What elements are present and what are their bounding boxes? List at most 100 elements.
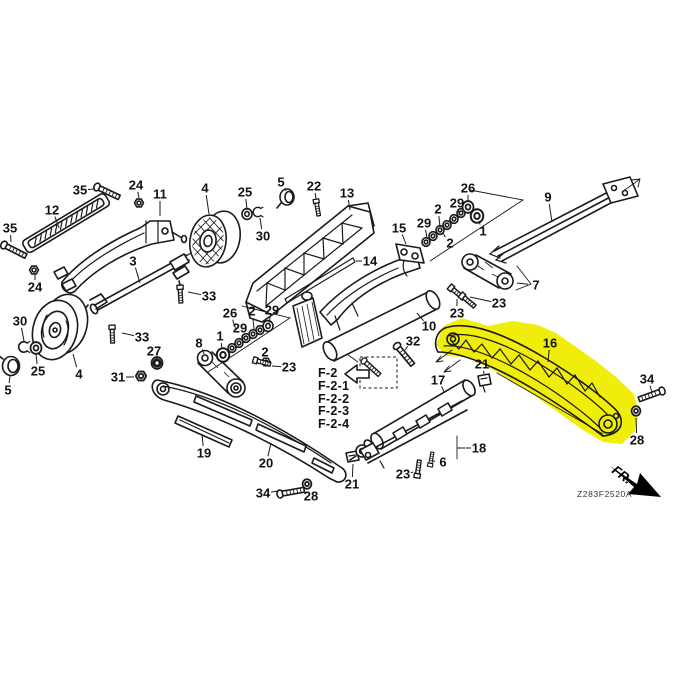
part-callout-2-22[interactable]: 2 <box>261 345 268 360</box>
part-callout-18-46[interactable]: 18 <box>472 441 486 456</box>
part-callout-11-2[interactable]: 11 <box>153 187 167 202</box>
part-callout-35-0[interactable]: 35 <box>73 183 87 198</box>
part-callout-21-44[interactable]: 21 <box>475 357 489 372</box>
part-callout-26-36[interactable]: 26 <box>461 181 475 196</box>
part-callout-17-45[interactable]: 17 <box>431 373 445 388</box>
part-callout-7-40[interactable]: 7 <box>532 278 539 293</box>
leader-line <box>347 199 351 211</box>
part-callout-29-19[interactable]: 29 <box>233 321 247 336</box>
leader-line <box>137 191 140 199</box>
part-callout-30-9[interactable]: 30 <box>13 314 27 329</box>
figure-ref-f2-4[interactable]: F-2-4 <box>318 417 349 431</box>
part-callout-35-5[interactable]: 35 <box>3 221 17 236</box>
leader-line <box>404 345 409 351</box>
part-18-rail <box>359 400 468 469</box>
figure-ref-f2-1[interactable]: F-2-1 <box>318 379 349 393</box>
part-callout-25-24[interactable]: 25 <box>238 185 252 200</box>
part-callout-8-21[interactable]: 8 <box>195 336 202 351</box>
part-callout-34-54[interactable]: 34 <box>640 372 655 387</box>
part-34-bolt-right <box>636 385 667 404</box>
part-callout-12-4[interactable]: 12 <box>45 203 59 218</box>
part-callout-23-48[interactable]: 23 <box>396 467 410 482</box>
part-callout-15-30[interactable]: 15 <box>392 221 406 236</box>
part-30-clip-bottom <box>17 340 31 354</box>
part-callout-5-12[interactable]: 5 <box>4 383 11 398</box>
part-callout-33-13[interactable]: 33 <box>135 330 149 345</box>
part-11-frame <box>53 220 188 294</box>
leader-line <box>8 375 11 384</box>
part-20-arm <box>151 379 347 483</box>
part-callout-34-52[interactable]: 34 <box>256 486 271 501</box>
part-14-rod <box>284 257 356 304</box>
part-callout-29-18[interactable]: 29 <box>265 303 279 318</box>
leader-line <box>72 353 78 368</box>
part-callout-28-55[interactable]: 28 <box>630 433 644 448</box>
part-callout-20-50[interactable]: 20 <box>259 456 273 471</box>
part-callout-3-6[interactable]: 3 <box>129 254 136 269</box>
part-callout-22-26[interactable]: 22 <box>307 179 321 194</box>
part-callout-24-8[interactable]: 24 <box>28 280 43 295</box>
part-callout-2-34[interactable]: 2 <box>434 202 441 217</box>
part-callout-28-53[interactable]: 28 <box>304 489 318 504</box>
leader-line <box>649 385 653 393</box>
part-4-wheel-bottom <box>31 293 89 361</box>
part-callout-6-47[interactable]: 6 <box>439 455 446 470</box>
part-callout-29-35[interactable]: 29 <box>450 196 464 211</box>
part-callout-4-3[interactable]: 4 <box>201 181 209 196</box>
center-gearcase <box>292 291 323 348</box>
leader-line <box>245 198 248 211</box>
figure-ref-f2[interactable]: F-2 <box>318 366 338 380</box>
part-callout-30-28[interactable]: 30 <box>256 229 270 244</box>
leader-line <box>232 319 237 331</box>
part-callout-25-10[interactable]: 25 <box>31 364 45 379</box>
leader-line <box>35 353 38 365</box>
leader-line <box>635 417 638 434</box>
part-callout-10-31[interactable]: 10 <box>422 319 436 334</box>
part-callout-26-16[interactable]: 26 <box>223 306 237 321</box>
part-callout-23-23[interactable]: 23 <box>282 360 296 375</box>
figure-ref-f2-3[interactable]: F-2-3 <box>318 404 349 418</box>
part-callout-21-51[interactable]: 21 <box>345 477 359 492</box>
figure-ref-f2-2[interactable]: F-2-2 <box>318 392 349 406</box>
part-callout-32-32[interactable]: 32 <box>406 334 420 349</box>
leader-line <box>201 349 205 355</box>
f2-pointer-arrow-icon <box>344 364 370 384</box>
part-callout-2-38[interactable]: 2 <box>446 236 453 251</box>
part-callout-33-7[interactable]: 33 <box>202 289 216 304</box>
part-callout-16-43[interactable]: 16 <box>543 336 557 351</box>
part-callout-23-42[interactable]: 23 <box>450 306 464 321</box>
part-callout-29-33[interactable]: 29 <box>417 216 431 231</box>
part-15-bracket <box>395 243 425 277</box>
part-callout-1-37[interactable]: 1 <box>479 224 486 239</box>
leader-line <box>270 490 279 493</box>
part-callout-2-17[interactable]: 2 <box>248 304 255 319</box>
part-16-truss-arm[interactable] <box>434 324 623 437</box>
part-callout-9-39[interactable]: 9 <box>544 190 551 205</box>
leader-line <box>548 203 553 223</box>
leader-line <box>268 316 271 324</box>
leader-line <box>416 312 424 322</box>
part-16-direction-arrows <box>435 349 461 373</box>
part-24-nut-top <box>133 198 145 208</box>
part-callout-14-29[interactable]: 14 <box>363 254 378 269</box>
leader-line <box>351 463 354 478</box>
leader-line <box>441 386 445 393</box>
part-33-bolt-lower <box>108 324 117 344</box>
part-callout-24-1[interactable]: 24 <box>129 178 144 193</box>
diagram-code: Z283F2520A <box>577 489 632 499</box>
leader-line <box>547 349 550 363</box>
part-callout-13-27[interactable]: 13 <box>340 186 354 201</box>
part-33-bolt-upper <box>176 284 185 304</box>
part-21-clip-left <box>345 450 360 463</box>
part-22-bolt <box>312 198 323 217</box>
part-callout-1-20[interactable]: 1 <box>216 329 223 344</box>
part-callout-5-25[interactable]: 5 <box>277 175 284 190</box>
part-callout-27-14[interactable]: 27 <box>147 344 161 359</box>
part-callout-19-49[interactable]: 19 <box>197 446 211 461</box>
leader-line <box>457 209 460 215</box>
part-callout-31-15[interactable]: 31 <box>111 370 125 385</box>
part-callout-23-41[interactable]: 23 <box>492 296 506 311</box>
part-callout-4-11[interactable]: 4 <box>75 367 83 382</box>
